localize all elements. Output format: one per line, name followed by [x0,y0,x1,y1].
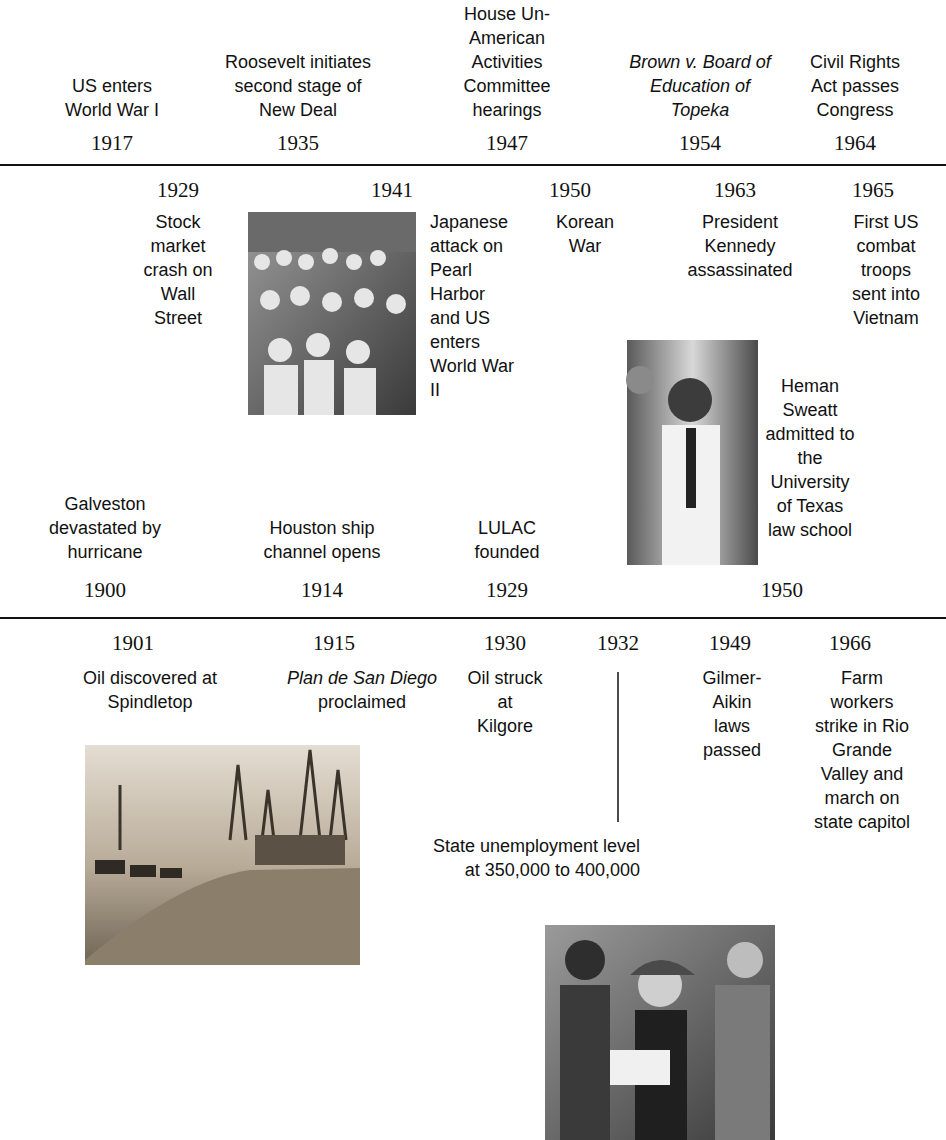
year-label: 1935 [277,131,319,155]
event-label: Oil discovered at Spindletop [74,666,226,714]
event-label: Brown v. Board of Education of Topeka [629,50,771,122]
event-label: Houston ship channel opens [251,516,393,564]
workers-photo [248,212,416,415]
event-label: State unemployment level at 350,000 to 4… [428,834,640,882]
event-label: First US combat troops sent into Vietnam [845,210,927,330]
spindletop-photo [85,745,360,965]
timeline-rule [0,164,946,166]
year-label: 1966 [829,631,871,655]
event-label: Roosevelt initiates second stage of New … [217,50,379,122]
event-label: House Un-American Activities Committee h… [451,2,563,122]
year-label: 1929 [486,578,528,602]
event-label: Farm workers strike in Rio Grande Valley… [811,666,913,834]
event-label: LULAC founded [466,516,548,564]
event-label: President Kennedy assassinated [679,210,801,282]
event-label: Korean War [550,210,620,258]
event-label: Civil Rights Act passes Congress [801,50,909,122]
leader-line [617,672,619,822]
year-label: 1949 [709,631,751,655]
year-label: 1963 [714,178,756,202]
event-label: US enters World War I [53,74,171,122]
year-label: 1950 [549,178,591,202]
year-label: 1914 [301,578,343,602]
year-label: 1900 [84,578,126,602]
event-label: Heman Sweatt admitted to the University … [764,374,856,542]
year-label: 1901 [112,631,154,655]
year-label: 1950 [761,578,803,602]
event-label: Japanese attack on Pearl Harbor and US e… [430,210,516,402]
event-label: Gilmer-Aikin laws passed [696,666,768,762]
year-label: 1917 [91,131,133,155]
year-label: 1915 [313,631,355,655]
farmworkers-photo [545,925,775,1140]
year-label: 1941 [371,178,413,202]
year-label: 1954 [679,131,721,155]
year-label: 1929 [157,178,199,202]
sweatt-photo [626,340,758,565]
event-label: Galveston devastated by hurricane [39,492,171,564]
timeline-rule [0,617,946,619]
year-label: 1932 [597,631,639,655]
event-label: Oil struck at Kilgore [467,666,543,738]
event-label: proclaimed [318,690,406,714]
event-label: Plan de San Diego [287,666,437,690]
year-label: 1947 [486,131,528,155]
year-label: 1964 [834,131,876,155]
year-label: 1965 [852,178,894,202]
year-label: 1930 [484,631,526,655]
event-label: Stock market crash on Wall Street [137,210,219,330]
